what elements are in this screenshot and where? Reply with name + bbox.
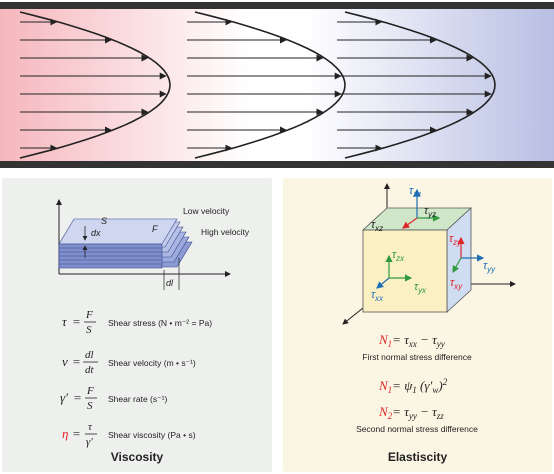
equation-shear-velocity: v = dl dt xyxy=(62,349,98,376)
second-normal-stress-equation: N2= τyy − τzz xyxy=(378,404,444,421)
top-wall xyxy=(0,2,554,9)
velocity-profile-curve xyxy=(344,11,496,159)
tau-yz-label: τyz xyxy=(424,205,436,219)
viscosity-diagram: dx S F Low velocity High velocity dl τ =… xyxy=(56,199,250,448)
svg-text:η: η xyxy=(62,426,68,441)
svg-text:τ: τ xyxy=(62,314,68,329)
stress-cube xyxy=(361,207,473,313)
shear-velocity-desc: Shear velocity (m • s⁻¹) xyxy=(108,358,196,368)
tau-xz-label: τxz xyxy=(371,219,383,233)
fluid-layers xyxy=(58,218,193,269)
tau-zz-label: τzz xyxy=(409,185,421,199)
tau-yx-label: τyx xyxy=(414,281,427,295)
tau-xx-label: τxx xyxy=(371,289,384,303)
svg-text:τ: τ xyxy=(88,421,93,433)
equation-shear-stress: τ = F S xyxy=(62,309,96,336)
dl-label: dl xyxy=(166,278,174,288)
first-normal-stress-coefficient-equation: N1= ψ1 (γ′w)2 xyxy=(378,377,448,395)
svg-text:γ′: γ′ xyxy=(86,436,93,448)
elasticity-panel: τzz τxz τyz τzy τyy τxy τzx τyx τxx N1= … xyxy=(283,178,552,472)
svg-text:=: = xyxy=(72,354,81,369)
tau-xy-label: τxy xyxy=(450,277,463,291)
tau-yy-label: τyy xyxy=(483,260,496,274)
stress-tensor-diagram: τzz τxz τyz τzy τyy τxy τzx τyx τxx N1= … xyxy=(342,183,516,434)
first-normal-stress-equation: N1= τxx − τyy xyxy=(378,332,445,349)
second-normal-stress-caption: Second normal stress difference xyxy=(356,424,478,434)
tau-zx-label: τzx xyxy=(392,249,405,263)
svg-text:N2= τyy − τzz: N2= τyy − τzz xyxy=(378,404,444,421)
velocity-profile-curve xyxy=(19,11,171,159)
equation-shear-viscosity: η = τ γ′ xyxy=(62,421,97,448)
shear-rate-desc: Shear rate (s⁻¹) xyxy=(108,394,167,404)
svg-text:v: v xyxy=(62,354,68,369)
viscosity-title: Viscosity xyxy=(110,450,164,464)
viscosity-panel: dx S F Low velocity High velocity dl τ =… xyxy=(2,178,272,472)
shear-stress-desc: Shear stress (N • m⁻² = Pa) xyxy=(108,318,212,328)
dx-label: dx xyxy=(91,228,101,238)
f-label: F xyxy=(152,224,158,234)
high-velocity-label: High velocity xyxy=(201,227,250,237)
svg-text:N1= τxx − τyy: N1= τxx − τyy xyxy=(378,332,445,349)
svg-text:=: = xyxy=(72,426,81,441)
svg-text:=: = xyxy=(73,390,82,405)
tau-zy-label: τzy xyxy=(449,233,462,247)
svg-text:N1= ψ1 (γ′w)2: N1= ψ1 (γ′w)2 xyxy=(378,377,448,395)
svg-text:dt: dt xyxy=(85,364,95,376)
svg-text:F: F xyxy=(86,385,94,397)
shear-viscosity-desc: Shear viscosity (Pa • s) xyxy=(108,430,196,440)
s-label: S xyxy=(101,216,107,226)
pipe-flow-diagram xyxy=(0,2,554,168)
first-normal-stress-caption: First normal stress difference xyxy=(362,352,472,362)
svg-text:S: S xyxy=(87,400,93,412)
svg-text:S: S xyxy=(86,324,92,336)
velocity-profile-curve xyxy=(194,11,346,159)
elasticity-title: Elastiscity xyxy=(387,450,448,464)
svg-text:F: F xyxy=(85,309,93,321)
equation-shear-rate: γ′ = F S xyxy=(60,385,97,412)
svg-text:=: = xyxy=(72,314,81,329)
flow-channel xyxy=(0,8,554,162)
low-velocity-label: Low velocity xyxy=(183,206,230,216)
svg-text:γ′: γ′ xyxy=(60,390,68,405)
svg-text:dl: dl xyxy=(85,349,94,361)
bottom-wall xyxy=(0,161,554,168)
